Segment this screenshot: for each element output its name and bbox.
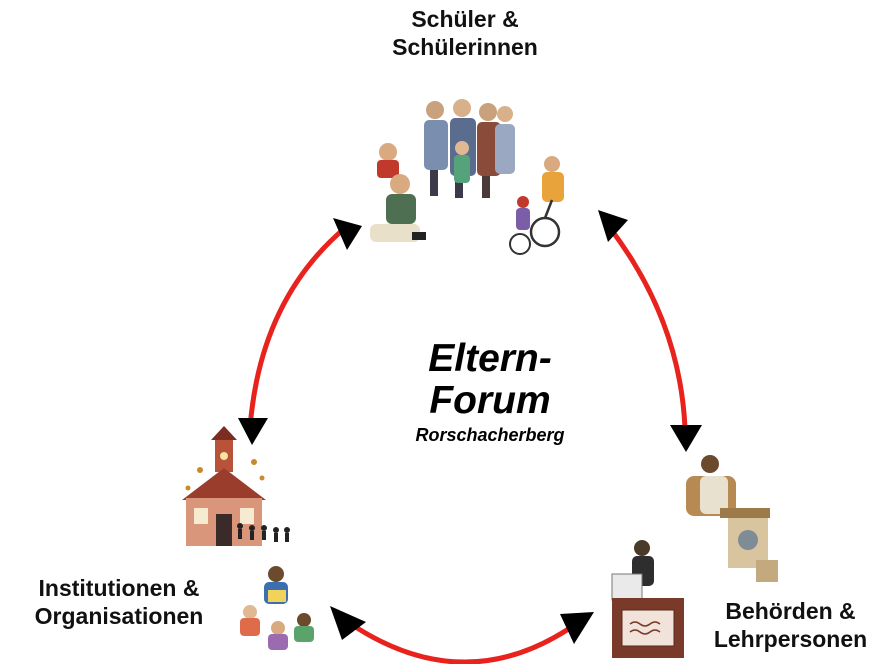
- center-title: Eltern- Forum Rorschacherberg: [330, 338, 650, 446]
- arrowhead-right-top: [670, 425, 702, 452]
- center-subtitle: Rorschacherberg: [415, 425, 565, 445]
- node-label-students: Schüler & Schülerinnen: [350, 6, 580, 61]
- arrow-top-left: [247, 226, 347, 429]
- node-label-institutions-line2: Organisationen: [34, 602, 204, 629]
- node-label-authorities: Behörden & Lehrpersonen: [690, 598, 891, 653]
- school-house-icon: [182, 426, 314, 650]
- node-label-authorities-line2: Lehrpersonen: [713, 625, 868, 652]
- children-group-icon: [370, 99, 564, 255]
- node-label-students-line2: Schülerinnen: [392, 33, 538, 60]
- arrowhead-top-right: [598, 210, 628, 242]
- center-title-line2: Forum: [429, 379, 551, 422]
- arrowhead-bottom-left: [330, 606, 366, 640]
- node-label-institutions: Institutionen & Organisationen: [0, 575, 238, 630]
- node-label-authorities-line1: Behörden &: [725, 598, 856, 624]
- node-label-institutions-line1: Institutionen &: [38, 575, 200, 601]
- arrowhead-bottom-right: [560, 612, 594, 644]
- arrow-bottom: [343, 617, 572, 664]
- office-workers-icon: [611, 455, 778, 658]
- node-label-students-line1: Schüler &: [411, 6, 519, 32]
- arrow-top-right: [608, 226, 688, 429]
- center-title-line1: Eltern-: [428, 337, 552, 380]
- arrowhead-top-left: [333, 218, 362, 250]
- arrowhead-left-top: [238, 418, 268, 445]
